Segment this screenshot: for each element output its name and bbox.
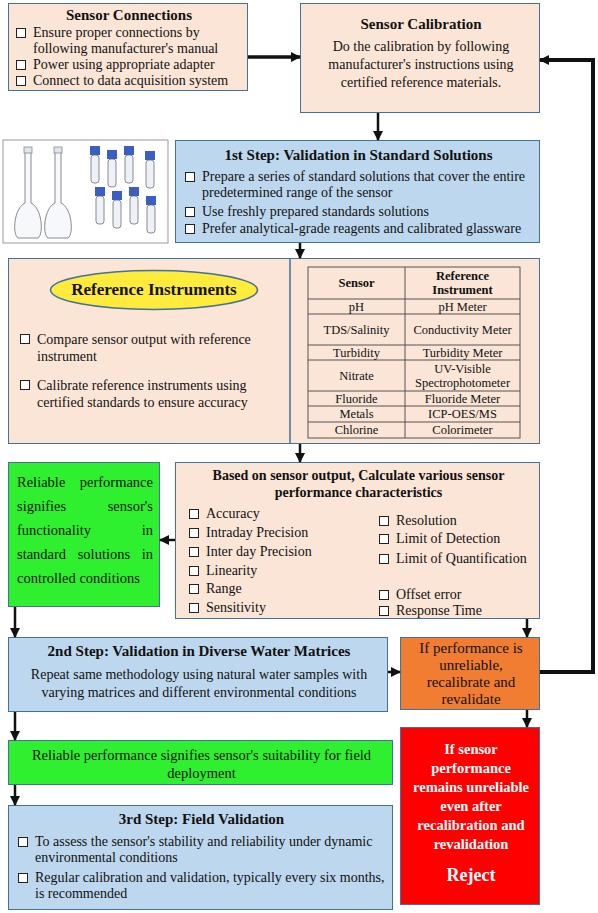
- test-tube: [125, 155, 133, 183]
- table-cell: Chlorine: [308, 422, 405, 438]
- reject-box: If sensor performance remains unreliable…: [400, 727, 540, 905]
- box-heading: Sensor Calibration: [301, 16, 541, 32]
- bullet-text: To assess the sensor's stability and rel…: [35, 834, 387, 866]
- table-cell: ICP-OES/MS: [405, 406, 520, 422]
- bullet-text: Prefer analytical-grade reagents and cal…: [202, 221, 534, 237]
- box-text: Reject: [401, 864, 541, 886]
- result-box: Reliable performance signifies sensor's …: [8, 462, 160, 607]
- flow-arrow: [160, 539, 175, 542]
- flow-arrow: [248, 55, 300, 59]
- illustration-frame: [3, 140, 168, 243]
- decision-box: If performance is unreliable, recalibrat…: [400, 637, 540, 710]
- table-cell: Turbidity Meter: [405, 345, 520, 360]
- bullet-text: Inter day Precision: [206, 544, 366, 560]
- bullet-text: Linearity: [206, 563, 366, 579]
- table-cell: Colorimeter: [405, 422, 520, 438]
- tube-cap: [146, 196, 156, 205]
- flow-arrow: [388, 671, 400, 674]
- process-box: Sensor Calibration Do the calibration by …: [300, 3, 540, 113]
- bullet-text: Ensure proper connections by following m…: [33, 25, 245, 57]
- bullet-text: Resolution: [396, 513, 536, 529]
- step-box: 3rd Step: Field Validation To assess the …: [8, 805, 393, 910]
- test-tube: [130, 196, 138, 224]
- bullet-text: Limit of Detection: [396, 531, 536, 547]
- bullet-text: Offset error: [396, 587, 536, 603]
- table-cell: Nitrate: [308, 360, 405, 391]
- table-cell: pH: [308, 299, 405, 314]
- tube-cap: [107, 150, 117, 159]
- tube-cap: [112, 191, 122, 200]
- table-cell: Turbidity: [308, 345, 405, 360]
- bullet-text: Use freshly prepared standards solutions: [202, 204, 534, 220]
- test-tube: [147, 205, 155, 233]
- table-cell: pH Meter: [405, 299, 520, 314]
- bullet-text: Power using appropriate adapter: [33, 57, 245, 73]
- table-header-cell: Sensor: [308, 267, 405, 299]
- table-header-cell: Reference Instrument: [405, 267, 520, 299]
- table-cell: TDS/Salinity: [308, 314, 405, 345]
- step-box: 1st Step: Validation in Standard Solutio…: [175, 140, 540, 243]
- bullet-text: Response Time: [396, 603, 536, 619]
- bullet-text: Range: [206, 581, 366, 597]
- table-cell: UV-Visible Spectrophotometer: [405, 360, 520, 391]
- box-text: Reliable performance signifies sensor's …: [19, 746, 384, 782]
- bullet-text: Compare sensor output with reference ins…: [37, 331, 287, 365]
- table-cell: Conductivity Meter: [405, 314, 520, 345]
- flask-stopper: [54, 147, 62, 153]
- flow-arrow: [540, 60, 593, 672]
- box-text: Repeat same methodology using natural wa…: [19, 666, 379, 702]
- test-tube: [96, 196, 104, 224]
- box-text: If sensor performance remains unreliable…: [407, 740, 535, 854]
- flow-arrow: [377, 113, 380, 140]
- process-box: Based on sensor output, Calculate variou…: [175, 462, 540, 619]
- flow-arrow: [14, 607, 17, 637]
- test-tube: [113, 200, 121, 228]
- volumetric-flask: [45, 152, 72, 238]
- bullet-text: Sensitivity: [206, 600, 366, 616]
- flow-arrow: [526, 619, 529, 637]
- tube-cap: [129, 187, 139, 196]
- box-text: If performance is unreliable, recalibrat…: [409, 640, 533, 708]
- tube-cap: [124, 146, 134, 155]
- table-cell: Metals: [308, 406, 405, 422]
- box-text: Reliable performance signifies sensor's …: [17, 470, 153, 590]
- test-tube: [108, 159, 116, 187]
- test-tube: [146, 160, 154, 188]
- flow-arrow: [299, 243, 302, 258]
- flow-arrow: [299, 444, 302, 462]
- tube-cap: [95, 187, 105, 196]
- tube-cap: [90, 146, 100, 155]
- bullet-text: Regular calibration and validation, typi…: [35, 870, 387, 902]
- box-heading: Sensor Connections: [9, 7, 249, 23]
- result-box: Reliable performance signifies sensor's …: [8, 740, 393, 785]
- flow-arrow: [14, 712, 17, 740]
- table-cell: Fluoride: [308, 391, 405, 406]
- box-text: Based on sensor output, Calculate variou…: [181, 467, 536, 501]
- bullet-text: Connect to data acquisition system: [33, 73, 245, 89]
- step-box: 2nd Step: Validation in Diverse Water Ma…: [8, 637, 388, 712]
- table-cell: Fluoride Meter: [405, 391, 520, 406]
- flask-stopper: [24, 147, 32, 153]
- test-tube: [91, 155, 99, 183]
- ellipse-label: Reference Instruments: [49, 269, 259, 311]
- box-heading: 3rd Step: Field Validation: [9, 811, 394, 827]
- bullet-text: Intraday Precision: [206, 525, 366, 541]
- tube-cap: [145, 151, 155, 160]
- box-heading: 1st Step: Validation in Standard Solutio…: [176, 147, 541, 163]
- flow-arrow: [526, 710, 529, 727]
- volumetric-flask: [15, 152, 42, 238]
- flow-arrow: [14, 785, 17, 805]
- box-text: Do the calibration by following manufact…: [309, 38, 533, 92]
- bullet-text: Accuracy: [206, 506, 366, 522]
- box-text: Reference Instruments: [49, 280, 259, 300]
- bullet-text: Calibrate reference instruments using ce…: [37, 377, 287, 411]
- bullet-text: Limit of Quantification: [396, 551, 536, 567]
- process-box: Sensor ConnectionsEnsure proper connecti…: [8, 3, 248, 91]
- bullet-text: Prepare a series of standard solutions t…: [202, 169, 534, 201]
- box-heading: 2nd Step: Validation in Diverse Water Ma…: [9, 643, 389, 659]
